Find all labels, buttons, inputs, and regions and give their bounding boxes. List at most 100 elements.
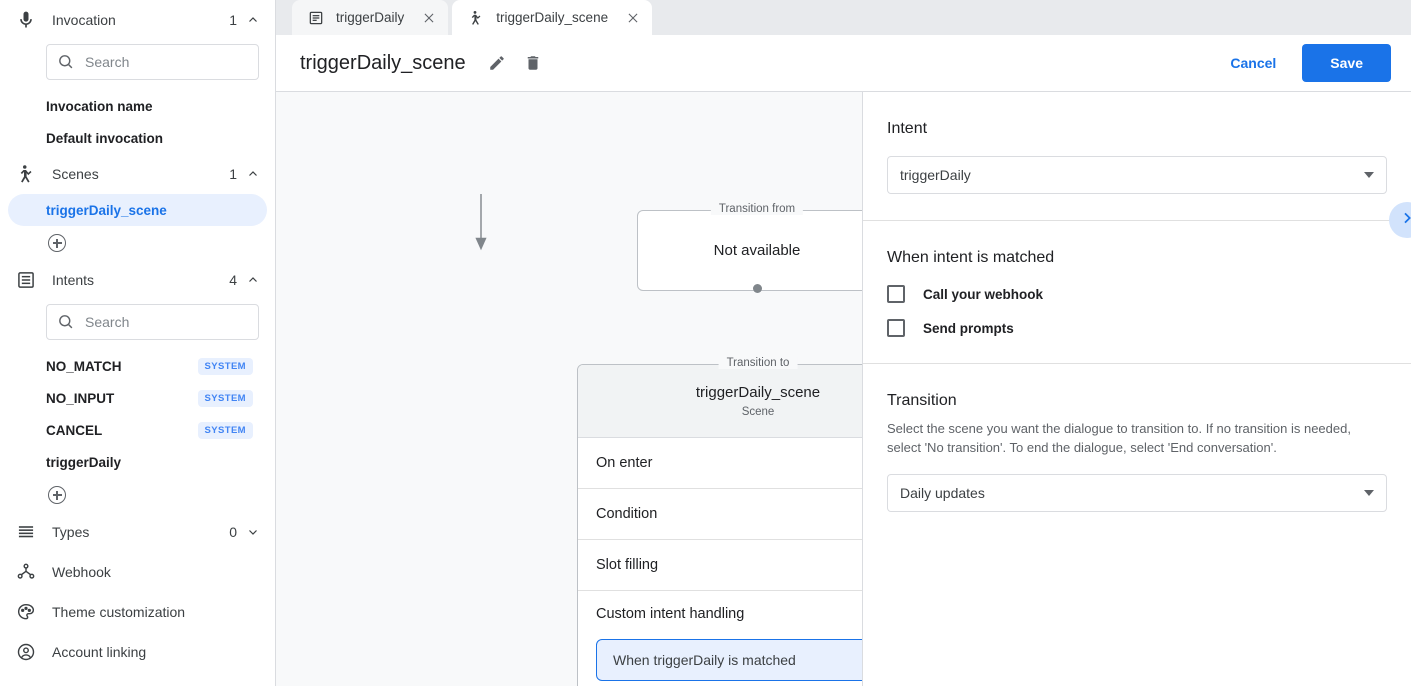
transition-description: Select the scene you want the dialogue t… xyxy=(887,421,1351,455)
transition-select[interactable]: Daily updates xyxy=(887,473,1387,512)
account-circle-icon xyxy=(14,640,38,664)
sidebar-item-triggerdaily[interactable]: triggerDaily xyxy=(8,446,267,478)
send-prompts-checkbox[interactable] xyxy=(887,319,905,337)
panel-section-intent: Intent triggerDaily xyxy=(863,92,1411,221)
status-badge: SYSTEM xyxy=(197,357,253,375)
tab-label: triggerDaily xyxy=(336,10,405,25)
intents-search-input[interactable] xyxy=(85,314,248,330)
chevron-down-icon xyxy=(1364,489,1374,496)
sidebar-item-label: Default invocation xyxy=(46,130,164,146)
call-webhook-label: Call your webhook xyxy=(923,286,1044,302)
webhook-nodes-icon xyxy=(14,560,38,584)
microphone-icon xyxy=(14,8,38,32)
sidebar-section-types[interactable]: Types 0 xyxy=(0,512,275,552)
sidebar-item-no-match[interactable]: NO_MATCH SYSTEM xyxy=(8,350,267,382)
sidebar-item-theme-customization[interactable]: Theme customization xyxy=(0,592,275,632)
scene-node-name: triggerDaily_scene xyxy=(695,384,821,401)
send-prompts-checkbox-row[interactable]: Send prompts xyxy=(887,319,1387,337)
chevron-up-icon xyxy=(247,274,259,286)
scene-figure-icon xyxy=(14,162,38,186)
panel-section-title: Intent xyxy=(887,120,928,137)
sidebar-item-backend-services[interactable]: Backend services xyxy=(0,672,275,686)
sidebar-item-label: Invocation name xyxy=(46,98,153,114)
sidebar-item-cancel[interactable]: CANCEL SYSTEM xyxy=(8,414,267,446)
chevron-up-icon xyxy=(247,168,259,180)
sidebar-section-label: Types xyxy=(52,524,90,540)
tab-strip: triggerDaily triggerDaily_scene xyxy=(276,0,1411,35)
scene-icon xyxy=(468,10,484,26)
tab-triggerdaily[interactable]: triggerDaily xyxy=(292,0,449,35)
sidebar-section-label: Scenes xyxy=(52,166,99,182)
edge-source-dot xyxy=(753,284,762,293)
search-icon xyxy=(57,313,75,331)
sidebar-item-account-linking[interactable]: Account linking xyxy=(0,632,275,672)
add-scene-button[interactable] xyxy=(0,226,275,260)
tab-label: triggerDaily_scene xyxy=(496,10,609,25)
scene-row-label: Custom intent handling xyxy=(596,606,745,622)
sidebar-item-label: NO_MATCH xyxy=(46,358,122,374)
scene-row-label: Condition xyxy=(596,506,658,522)
call-webhook-checkbox[interactable] xyxy=(887,285,905,303)
cancel-button[interactable]: Cancel xyxy=(1216,46,1290,80)
sidebar-item-label: Account linking xyxy=(52,644,147,660)
sidebar-item-label: Theme customization xyxy=(52,604,186,620)
status-badge: SYSTEM xyxy=(197,421,253,439)
close-icon[interactable] xyxy=(422,11,436,25)
list-document-icon xyxy=(14,268,38,292)
invocation-search-box[interactable] xyxy=(46,44,259,80)
left-sidebar: Invocation 1 Invocation name Default inv… xyxy=(0,0,276,686)
panel-section-title: When intent is matched xyxy=(887,249,1055,266)
call-webhook-checkbox-row[interactable]: Call your webhook xyxy=(887,285,1387,303)
sidebar-section-count: 0 xyxy=(229,524,237,540)
add-intent-button[interactable] xyxy=(0,478,275,512)
sidebar-item-default-invocation[interactable]: Default invocation xyxy=(8,122,267,154)
page-title: triggerDaily_scene xyxy=(300,51,466,74)
sidebar-item-no-input[interactable]: NO_INPUT SYSTEM xyxy=(8,382,267,414)
palette-icon xyxy=(14,600,38,624)
sidebar-section-intents[interactable]: Intents 4 xyxy=(0,260,275,300)
transition-from-node[interactable]: Transition from Not available xyxy=(637,203,862,291)
scene-row-label: On enter xyxy=(596,455,653,471)
backend-services-icon xyxy=(14,680,38,686)
sidebar-item-webhook[interactable]: Webhook xyxy=(0,552,275,592)
sidebar-item-label: triggerDaily xyxy=(46,454,122,470)
panel-collapse-button[interactable] xyxy=(1389,202,1411,238)
sidebar-item-label: Webhook xyxy=(52,564,111,580)
chevron-down-icon xyxy=(1364,172,1374,178)
sidebar-item-label: CANCEL xyxy=(46,422,103,438)
scene-row-custom-intent-handling[interactable]: Custom intent handling + xyxy=(578,591,862,637)
close-icon[interactable] xyxy=(626,11,640,25)
trash-icon[interactable] xyxy=(520,50,546,76)
scene-row-condition[interactable]: Condition + xyxy=(578,489,862,540)
chevron-up-icon xyxy=(247,14,259,26)
editor-body: Transition from Not available Transition… xyxy=(276,92,1411,686)
scene-row-label: Slot filling xyxy=(596,557,659,573)
transition-select-value: Daily updates xyxy=(900,484,985,501)
intent-select[interactable]: triggerDaily xyxy=(887,156,1387,194)
sidebar-item-label: triggerDaily_scene xyxy=(46,202,167,218)
plus-circle-icon xyxy=(48,234,66,252)
panel-section-title: Transition xyxy=(887,392,957,409)
scene-node[interactable]: Transition to triggerDaily_scene Scene O… xyxy=(577,357,862,686)
intent-handler-label: When triggerDaily is matched xyxy=(613,652,796,668)
intent-handler-chip[interactable]: When triggerDaily is matched xyxy=(596,639,862,681)
types-lines-icon xyxy=(14,520,38,544)
sidebar-section-label: Intents xyxy=(52,272,95,288)
intents-search-box[interactable] xyxy=(46,304,259,340)
scene-row-on-enter[interactable]: On enter + xyxy=(578,438,862,489)
sidebar-section-scenes[interactable]: Scenes 1 xyxy=(0,154,275,194)
save-button[interactable]: Save xyxy=(1302,44,1391,82)
sidebar-section-count: 1 xyxy=(229,166,237,182)
panel-section-when-matched: When intent is matched Call your webhook… xyxy=(863,221,1411,364)
pencil-icon[interactable] xyxy=(484,50,510,76)
status-badge: SYSTEM xyxy=(197,389,253,407)
scene-node-header: triggerDaily_scene Scene xyxy=(578,365,862,438)
sidebar-item-invocation-name[interactable]: Invocation name xyxy=(8,90,267,122)
scene-row-slot-filling[interactable]: Slot filling + xyxy=(578,540,862,591)
tab-triggerdaily-scene[interactable]: triggerDaily_scene xyxy=(452,0,653,35)
sidebar-item-triggerdaily-scene[interactable]: triggerDaily_scene xyxy=(8,194,267,226)
invocation-search-input[interactable] xyxy=(85,54,248,70)
intent-icon xyxy=(308,10,324,26)
scene-graph-canvas[interactable]: Transition from Not available Transition… xyxy=(276,92,862,686)
sidebar-section-invocation[interactable]: Invocation 1 xyxy=(0,0,275,40)
